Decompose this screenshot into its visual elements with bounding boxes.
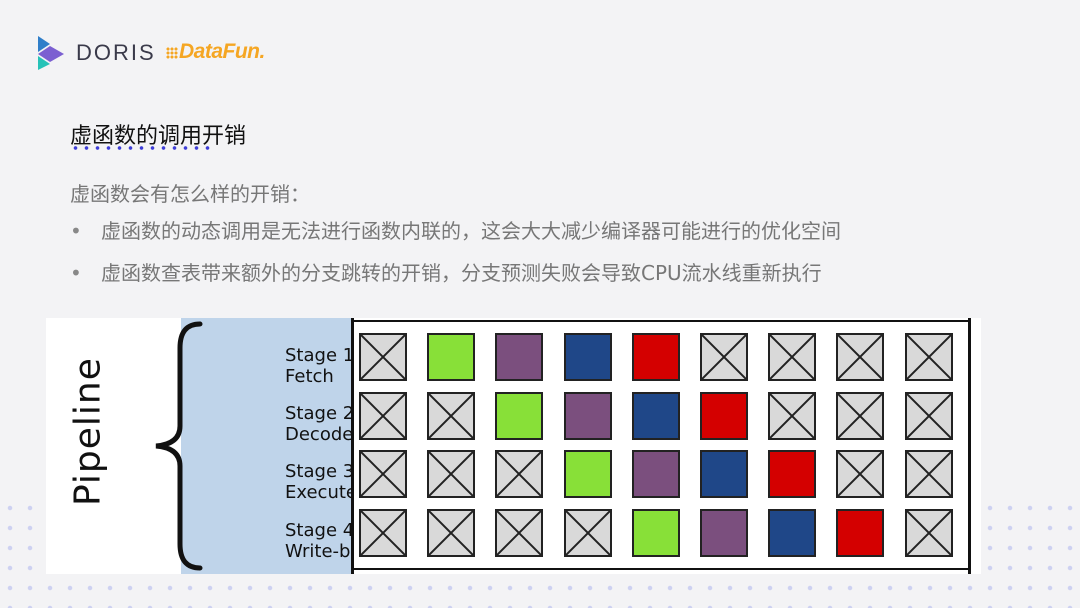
empty-slot-cell — [904, 450, 953, 498]
instruction-grid — [351, 318, 971, 574]
doris-logo-icon — [38, 36, 64, 70]
cross-icon — [770, 393, 815, 438]
bullet-marker: • — [70, 219, 82, 243]
empty-slot-cell — [495, 450, 544, 498]
empty-slot-cell — [768, 333, 817, 381]
empty-slot-cell — [427, 508, 476, 557]
title-underline — [70, 146, 214, 150]
empty-slot-cell — [359, 391, 407, 440]
instruction-cell-green — [495, 391, 544, 440]
instruction-cell-green — [427, 333, 476, 381]
list-item: • 虚函数查表带来额外的分支跳转的开销，分支预测失败会导致CPU流水线重新执行 — [70, 258, 841, 300]
empty-slot-cell — [904, 508, 953, 557]
datafun-logo: DataFun. — [166, 40, 265, 64]
cross-icon — [497, 452, 542, 496]
cross-icon — [838, 452, 883, 496]
cross-icon — [429, 452, 474, 496]
instruction-cell-purple — [563, 391, 612, 440]
datafun-logo-text: DataFun. — [179, 40, 265, 63]
instruction-cell-purple — [495, 333, 544, 381]
instruction-cell-blue — [563, 333, 612, 381]
cross-icon — [361, 510, 405, 555]
cross-icon — [838, 393, 883, 438]
cross-icon — [906, 393, 951, 438]
grid-rule — [354, 568, 968, 570]
empty-slot-cell — [359, 333, 407, 381]
bullet-list: • 虚函数的动态调用是无法进行函数内联的，这会大大减少编译器可能进行的优化空间 … — [70, 216, 841, 300]
intro-text: 虚函数会有怎么样的开销： — [70, 182, 310, 206]
empty-slot-cell — [836, 333, 885, 381]
doris-logo-text: DORIS — [76, 40, 156, 65]
cross-icon — [906, 452, 951, 496]
curly-brace-icon — [155, 321, 203, 571]
cross-icon — [429, 510, 474, 555]
cross-icon — [702, 335, 746, 379]
instruction-cell-blue — [700, 450, 748, 498]
cross-icon — [361, 335, 405, 379]
instruction-cell-blue — [768, 508, 817, 557]
empty-slot-cell — [700, 333, 748, 381]
doris-logo: DORIS — [36, 34, 156, 72]
instruction-cell-green — [563, 450, 612, 498]
list-item: • 虚函数的动态调用是无法进行函数内联的，这会大大减少编译器可能进行的优化空间 — [70, 216, 841, 258]
cross-icon — [906, 510, 951, 555]
empty-slot-cell — [836, 391, 885, 440]
grid-rule — [354, 320, 968, 322]
instruction-cell-green — [631, 508, 680, 557]
cross-icon — [429, 393, 474, 438]
instruction-cell-purple — [631, 450, 680, 498]
stage-label-execute: Stage 3: Execute — [285, 461, 361, 503]
cross-icon — [361, 452, 405, 496]
page-title: 虚函数的调用开销 — [70, 124, 247, 149]
cross-icon — [361, 393, 405, 438]
cross-icon — [838, 335, 883, 379]
empty-slot-cell — [359, 508, 407, 557]
bullet-text: 虚函数查表带来额外的分支跳转的开销，分支预测失败会导致CPU流水线重新执行 — [101, 261, 822, 285]
stage-label-decode: Stage 2: Decode — [285, 403, 361, 445]
instruction-cell-blue — [631, 391, 680, 440]
bullet-text: 虚函数的动态调用是无法进行函数内联的，这会大大减少编译器可能进行的优化空间 — [101, 219, 841, 243]
empty-slot-cell — [359, 450, 407, 498]
stage-label-fetch: Stage 1: Fetch — [285, 345, 361, 387]
cross-icon — [906, 335, 951, 379]
cross-icon — [497, 510, 542, 555]
datafun-dot-icon — [166, 47, 178, 59]
empty-slot-cell — [836, 450, 885, 498]
instruction-cell-red — [836, 508, 885, 557]
bullet-marker: • — [70, 261, 82, 285]
empty-slot-cell — [563, 508, 612, 557]
empty-slot-cell — [904, 333, 953, 381]
pipeline-label: Pipeline — [67, 357, 109, 506]
empty-slot-cell — [904, 391, 953, 440]
cross-icon — [565, 510, 610, 555]
pipeline-diagram: Stage 1: Fetch Stage 2: Decode Stage 3: … — [46, 318, 981, 574]
instruction-cell-red — [700, 391, 748, 440]
instruction-cell-purple — [700, 508, 748, 557]
empty-slot-cell — [768, 391, 817, 440]
empty-slot-cell — [427, 391, 476, 440]
empty-slot-cell — [495, 508, 544, 557]
instruction-cell-red — [631, 333, 680, 381]
cross-icon — [770, 335, 815, 379]
instruction-cell-red — [768, 450, 817, 498]
empty-slot-cell — [427, 450, 476, 498]
